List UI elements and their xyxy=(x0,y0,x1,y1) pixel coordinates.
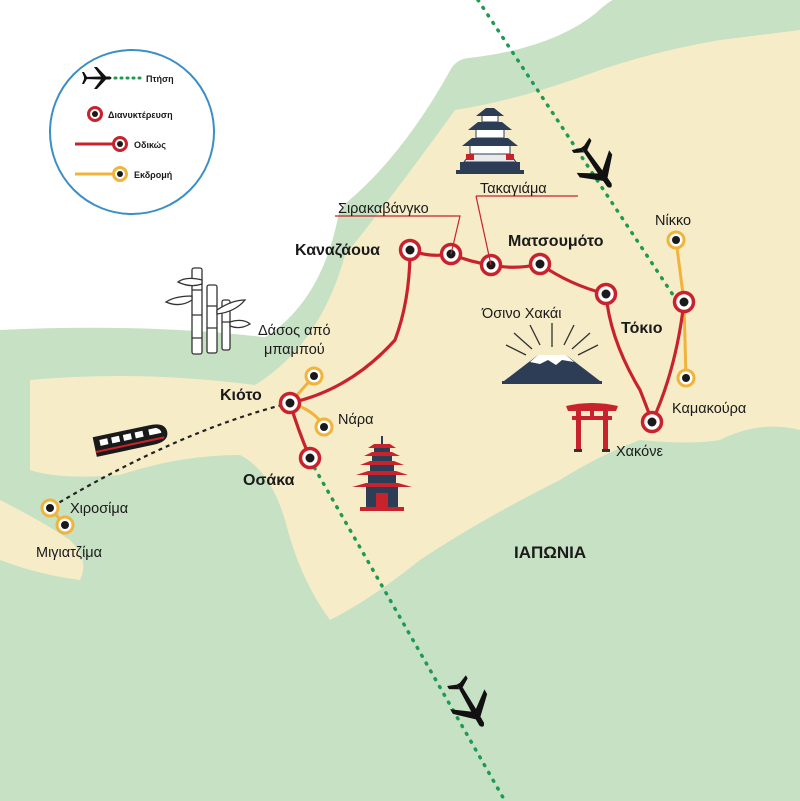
country-label: ΙΑΠΩΝΙΑ xyxy=(514,543,586,562)
stop-nikko xyxy=(666,230,686,250)
legend-road-label: Οδικώς xyxy=(134,140,166,150)
bamboo-icon xyxy=(164,267,252,355)
torii-gate-icon xyxy=(566,403,618,452)
label-matsumoto: Ματσουμότο xyxy=(508,233,604,250)
excursion-stops xyxy=(40,230,696,535)
label-kanazawa: Καναζάουα xyxy=(295,242,380,259)
castle-icon xyxy=(456,108,524,174)
legend: Πτήση Διανυκτέρευση Οδικώς Εκδρομή xyxy=(49,49,215,215)
label-osaka: Οσάκα xyxy=(243,472,295,489)
mount-fuji-icon xyxy=(502,323,602,384)
pagoda-icon xyxy=(352,436,412,511)
legend-overnight-label: Διανυκτέρευση xyxy=(108,110,173,120)
stop-kyoto xyxy=(278,391,302,415)
label-miyajima: Μιγιατζίμα xyxy=(36,545,102,561)
stop-bamboo-forest xyxy=(304,366,324,386)
label-hakone: Χακόνε xyxy=(616,444,663,460)
legend-flight-label: Πτήση xyxy=(146,74,174,84)
bullet-train-icon xyxy=(92,424,168,457)
train-route xyxy=(49,401,291,509)
label-kamakura: Καμακούρα xyxy=(672,401,746,417)
label-tokyo: Τόκιο xyxy=(621,320,663,337)
stop-nara xyxy=(314,417,334,437)
overnight-stops xyxy=(278,238,696,470)
label-leaders xyxy=(335,195,578,266)
label-hiroshima: Χιροσίμα xyxy=(70,501,128,517)
label-nara: Νάρα xyxy=(338,412,374,428)
flight-path-south xyxy=(308,458,507,801)
label-bamboo-forest-2: μπαμπού xyxy=(264,342,325,358)
stop-kamakura xyxy=(676,368,696,388)
label-shirakawago: Σιρακαβάνγκο xyxy=(338,201,429,217)
stop-hiroshima xyxy=(40,498,60,518)
label-oshino: Όσινο Χακάι xyxy=(481,306,561,322)
stop-matsumoto xyxy=(528,252,552,276)
label-takayama: Τακαγιάμα xyxy=(480,181,547,197)
label-kyoto: Κιότο xyxy=(220,387,262,404)
stop-osaka xyxy=(298,446,322,470)
stop-hakone xyxy=(640,410,664,434)
stop-miyajima xyxy=(55,515,75,535)
legend-excursion-label: Εκδρομή xyxy=(134,170,172,180)
stop-tokyo xyxy=(672,290,696,314)
place-labels: Καναζάουα Σιρακαβάνγκο Τακαγιάμα Ματσουμ… xyxy=(36,181,746,562)
stop-kanazawa xyxy=(398,238,422,262)
label-bamboo-forest-1: Δάσος από xyxy=(258,323,331,339)
stop-oshino xyxy=(594,282,618,306)
label-nikko: Νίκκο xyxy=(655,213,691,229)
